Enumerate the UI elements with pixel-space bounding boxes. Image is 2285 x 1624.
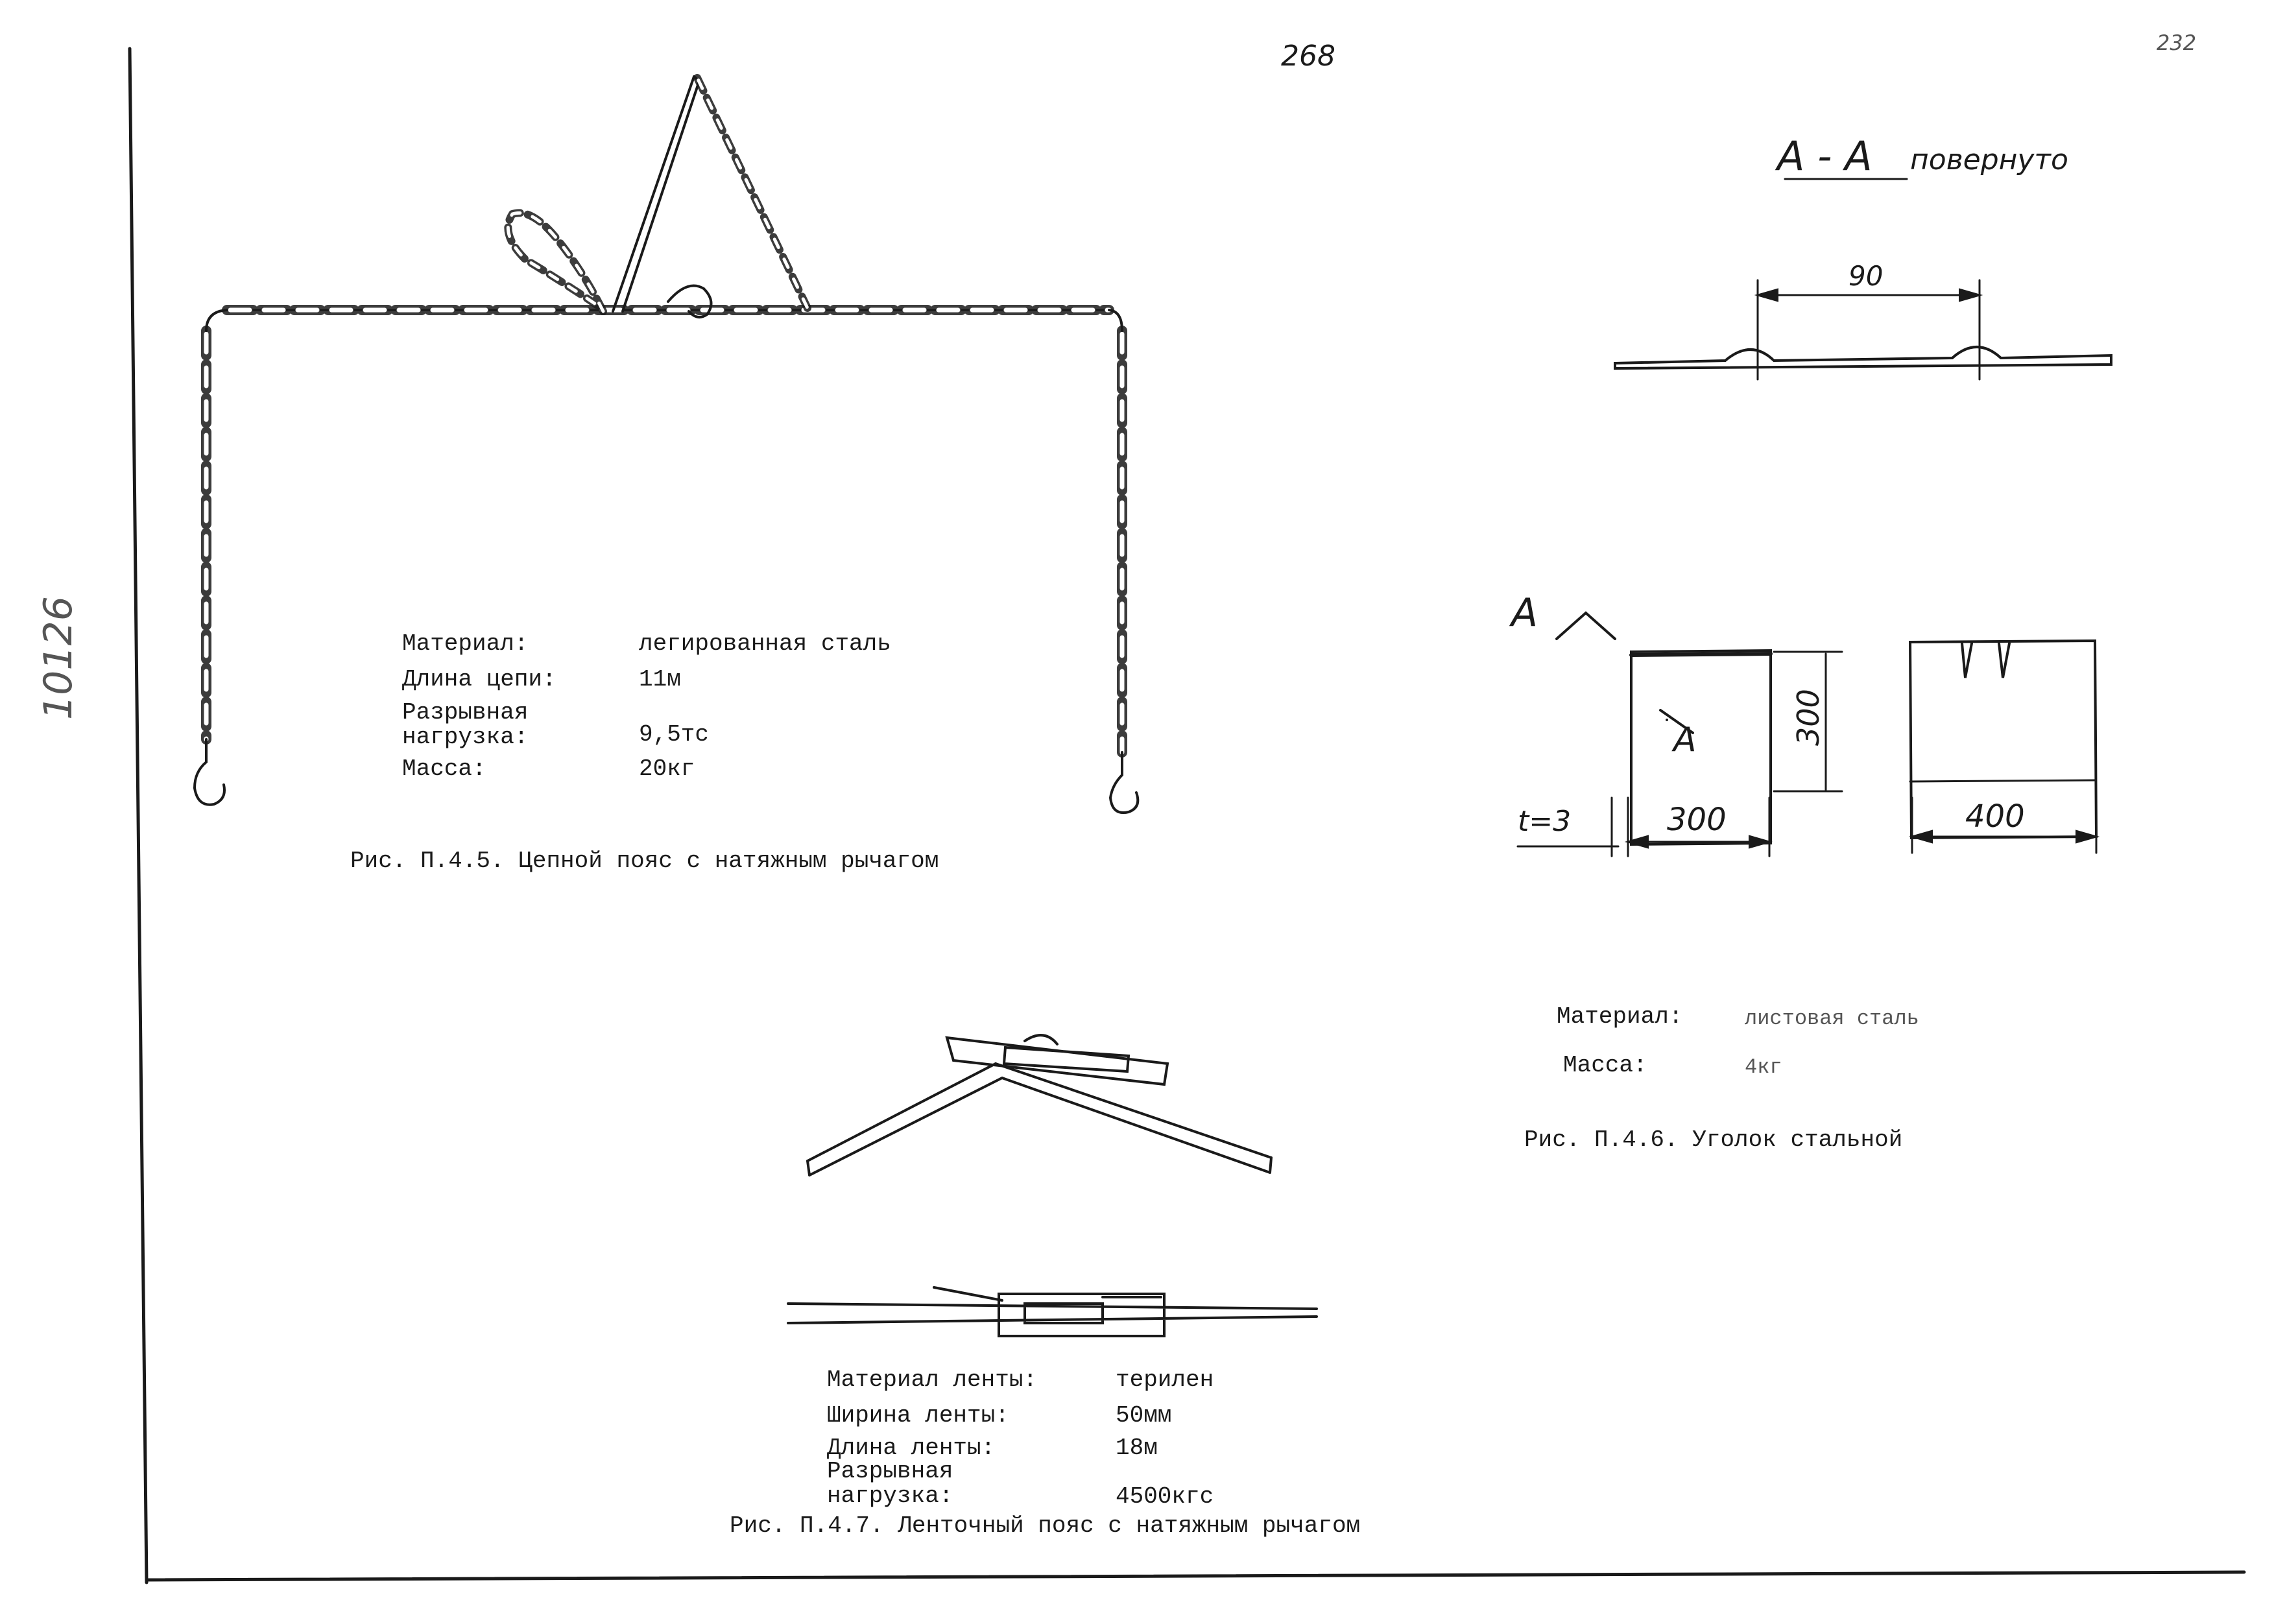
figure-caption-4-6: Рис. П.4.6. Уголок стальной [1524, 1127, 1903, 1153]
spec-value-strap-width: 50мм [1116, 1402, 1172, 1429]
dimension-300-horizontal: 300 [1667, 802, 1727, 838]
spec-value-chain-length: 11м [639, 666, 681, 693]
lever-hook [667, 284, 713, 318]
corner-mark: 232 [2157, 30, 2197, 55]
page-number: 268 [1281, 40, 1335, 73]
spec-value-mass: 20кг [639, 756, 695, 782]
spec-value-material: легированная сталь [639, 630, 891, 657]
strap-left-arm [806, 1062, 1003, 1176]
spec-label-strap-material: Материал ленты: [827, 1367, 1038, 1393]
dimension-400: 400 [1965, 798, 2025, 835]
slack-loop-chain [504, 209, 607, 315]
cut-marker-inner [1659, 709, 1694, 734]
figure-caption-4-5: Рис. П.4.5. Цепной пояс с натяжным рычаг… [350, 848, 939, 874]
section-a-a-drawing [1614, 178, 2112, 381]
spec-value-material: листовая сталь [1745, 1007, 1919, 1031]
side-number: 10126 [36, 596, 81, 720]
strap-side-view [787, 1286, 1318, 1337]
chain-belt-drawing [193, 74, 1140, 814]
spec-label-mass: Масса: [1563, 1052, 1647, 1079]
spec-label-chain-length: Длина цепи: [402, 666, 556, 693]
lever-chain [693, 74, 811, 312]
spec-label-material: Материал: [1557, 1003, 1683, 1030]
spec-value-strap-length: 18м [1116, 1435, 1158, 1461]
strap-buckle [945, 1034, 1169, 1086]
dimension-300-vertical: 300 [1791, 689, 1826, 746]
right-hook [1108, 751, 1140, 814]
tension-lever [612, 75, 700, 313]
front-plate [1630, 649, 1772, 846]
spec-label-strap-length: Длина ленты: [827, 1435, 996, 1461]
spec-label-breaking-load: Разрывная нагрузка: [402, 699, 529, 750]
section-note: повернуто [1910, 143, 2068, 176]
spec-value-mass: 4кг [1745, 1055, 1782, 1079]
angle-front-view [1516, 611, 1843, 857]
section-profile [1614, 346, 2112, 370]
spec-value-strap-breaking-load: 4500кгс [1116, 1483, 1214, 1510]
spec-value-strap-material: терилен [1116, 1367, 1214, 1393]
left-hook [193, 738, 226, 806]
spec-label-strap-breaking-load: Разрывная нагрузка: [827, 1458, 953, 1509]
spec-value-breaking-load: 9,5тс [639, 721, 710, 748]
frame-bottom-border [145, 1570, 2246, 1582]
angle-side-view [1908, 639, 2100, 854]
frame-left-border [128, 47, 149, 1584]
side-tabs [1961, 642, 2011, 678]
thickness-label: t=3 [1518, 805, 1572, 838]
spec-label-mass: Масса: [402, 756, 486, 782]
spec-label-strap-width: Ширина ленты: [827, 1402, 1009, 1429]
strap-belt-drawing [787, 1034, 1318, 1337]
cut-marker-label-inner: А [1673, 721, 1697, 759]
cut-marker-top [1555, 611, 1616, 640]
section-title: А - А [1777, 132, 1872, 180]
dimension-90: 90 [1848, 260, 1884, 292]
figure-caption-4-7: Рис. П.4.7. Ленточный пояс с натяжным ры… [730, 1512, 1361, 1539]
cut-marker-label-top: А [1511, 590, 1538, 636]
spec-label-material: Материал: [402, 630, 529, 657]
strap-right-arm [994, 1062, 1273, 1174]
